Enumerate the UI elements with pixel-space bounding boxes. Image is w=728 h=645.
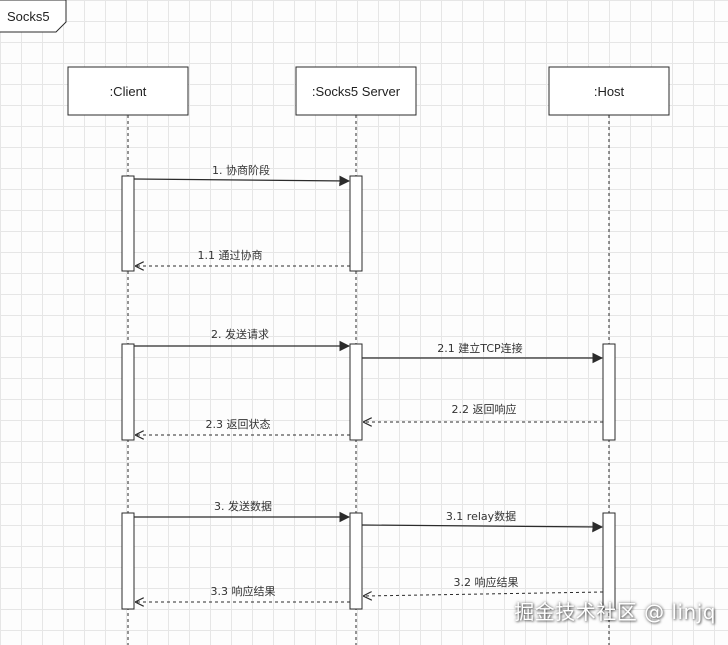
activation-bar-client-2	[121, 343, 135, 441]
message-1[interactable]: 1. 协商阶段	[133, 163, 351, 187]
participant-label: :Client	[110, 84, 147, 99]
activation-bar-client-1	[121, 175, 135, 272]
message-2-3[interactable]: 2.3 返回状态	[136, 417, 350, 435]
activation-bar-server-3	[349, 512, 363, 610]
activation-bar-host-2	[602, 512, 616, 610]
frame-title: Socks5	[7, 9, 50, 24]
activation-bar-host-1	[602, 343, 616, 441]
message-label: 3.3 响应结果	[211, 584, 276, 598]
message-label: 3.1 relay数据	[446, 509, 516, 523]
activation-bar-client-3	[121, 512, 135, 610]
participant-label: :Socks5 Server	[312, 84, 401, 99]
message-2-1[interactable]: 2.1 建立TCP连接	[362, 341, 604, 364]
message-3-2[interactable]: 3.2 响应结果	[364, 575, 604, 596]
message-label: 1.1 通过协商	[198, 248, 263, 262]
participant-server[interactable]: :Socks5 Server	[295, 66, 417, 116]
frame-tab: Socks5	[0, 0, 67, 33]
message-label: 2. 发送请求	[211, 327, 269, 341]
participant-client[interactable]: :Client	[67, 66, 189, 116]
activation-bar-server-2	[349, 343, 363, 441]
message-3-3[interactable]: 3.3 响应结果	[136, 584, 350, 602]
message-label: 2.3 返回状态	[206, 417, 271, 431]
message-label: 3. 发送数据	[214, 499, 272, 513]
message-2-2[interactable]: 2.2 返回响应	[364, 402, 603, 422]
message-label: 1. 协商阶段	[212, 163, 270, 177]
message-3-1[interactable]: 3.1 relay数据	[361, 509, 604, 533]
message-label: 3.2 响应结果	[454, 575, 519, 589]
message-label: 2.1 建立TCP连接	[437, 341, 522, 355]
message-2[interactable]: 2. 发送请求	[134, 327, 351, 352]
watermark-text: 掘金技术社区 @ linjq	[514, 600, 716, 624]
message-3[interactable]: 3. 发送数据	[134, 499, 351, 523]
activation-bar-server-1	[349, 175, 363, 272]
message-1-1[interactable]: 1.1 通过协商	[136, 248, 350, 266]
message-label: 2.2 返回响应	[452, 402, 517, 416]
participant-host[interactable]: :Host	[548, 66, 670, 116]
participant-label: :Host	[594, 84, 625, 99]
